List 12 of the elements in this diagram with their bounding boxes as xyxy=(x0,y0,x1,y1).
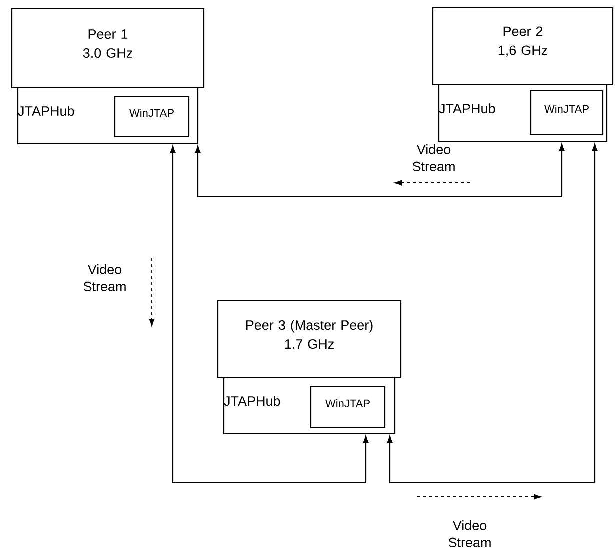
component-box: WinJTAP xyxy=(310,386,386,429)
component-box: WinJTAP xyxy=(530,90,604,136)
peer-box: Peer 3 (Master Peer) 1.7 GHz xyxy=(217,300,402,379)
stream-label: Video Stream xyxy=(448,520,491,548)
connector-arrow xyxy=(387,144,598,484)
component-box: WinJTAP xyxy=(114,96,190,138)
peer-box: Peer 1 3.0 GHz xyxy=(11,8,205,89)
connector-arrow xyxy=(170,146,369,484)
stream-label: Video Stream xyxy=(412,144,455,172)
connector-arrow xyxy=(195,144,565,198)
peer-box: Peer 2 1,6 GHz xyxy=(432,7,614,86)
stream-label: Video Stream xyxy=(84,264,126,292)
